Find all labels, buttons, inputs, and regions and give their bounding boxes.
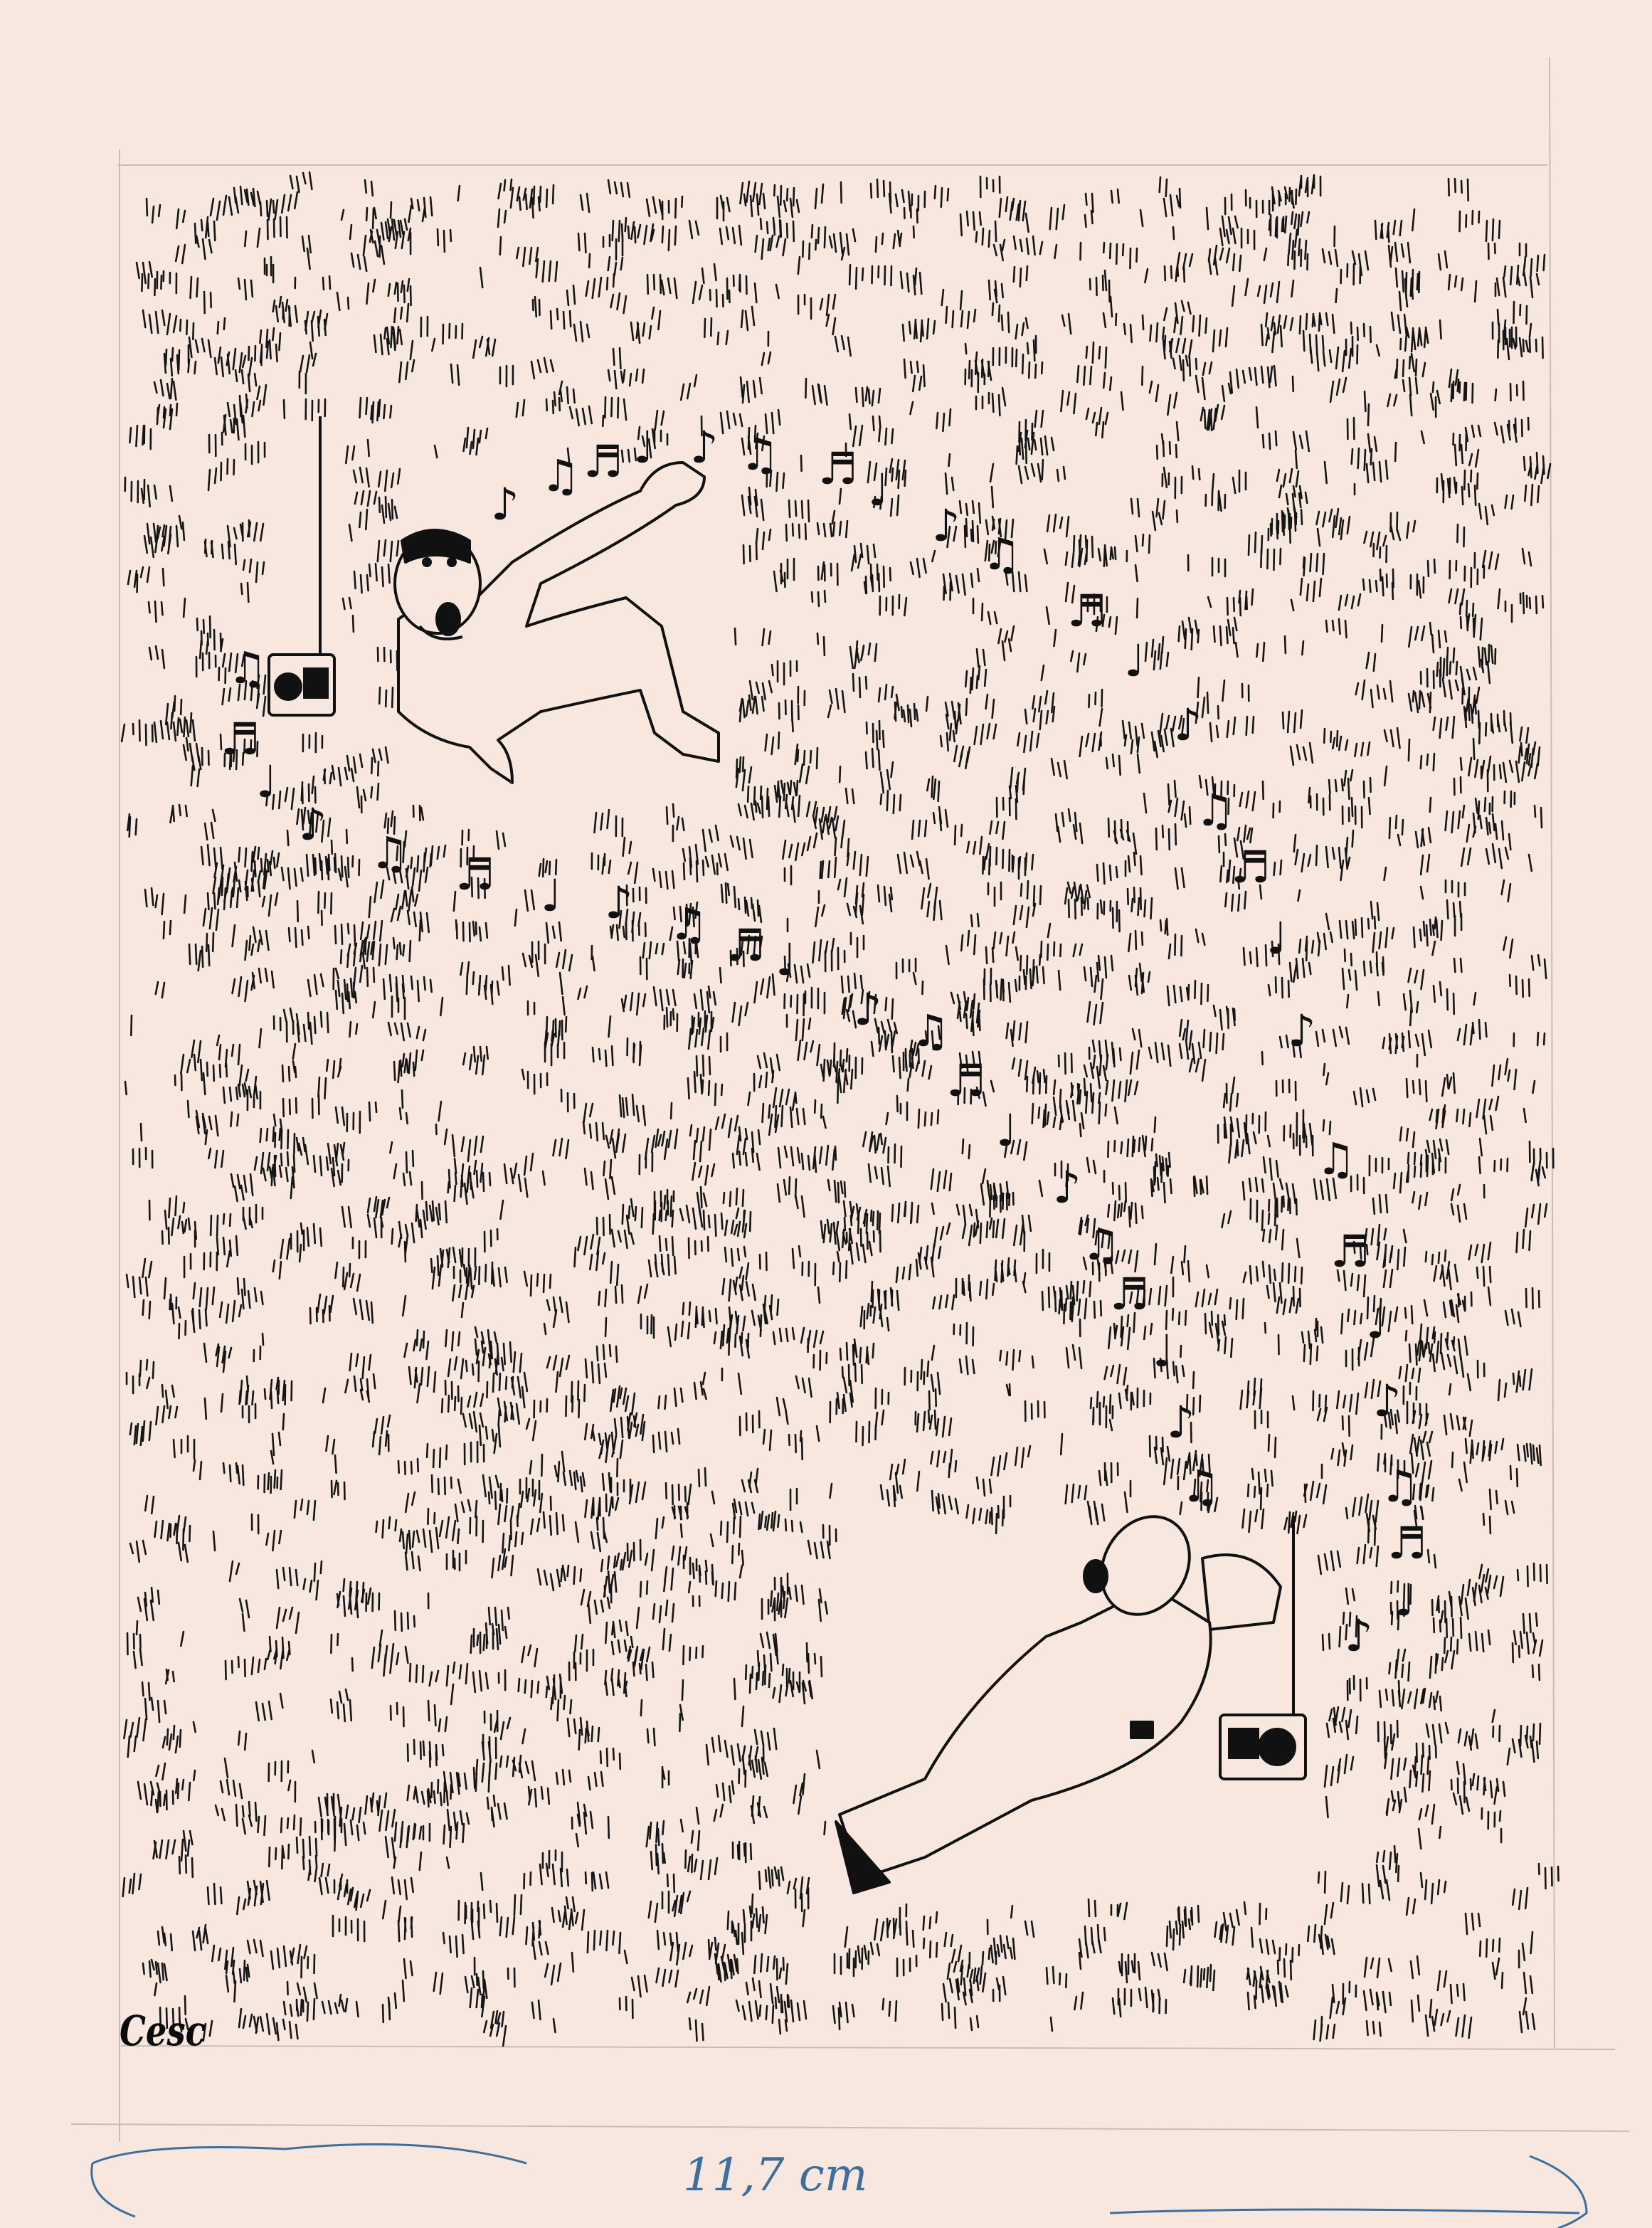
music-note-icon: ♬ [1387, 1517, 1427, 1569]
artist-signature: Cesc [120, 2007, 206, 2055]
sitting-singing-man [393, 461, 720, 784]
music-note-icon: ♩ [1394, 1574, 1415, 1626]
pencil-size-arrows [90, 2143, 1588, 2228]
radio-top-left [268, 416, 336, 717]
music-note-icon: ♩ [1153, 1325, 1173, 1377]
music-note-icon: ♪ [1167, 1396, 1195, 1448]
music-note-icon: ♫ [982, 528, 1022, 580]
music-note-icon: ♬ [946, 1055, 986, 1107]
music-note-icon: ♩ [256, 756, 277, 808]
music-note-icon: ♬ [583, 435, 623, 487]
music-note-icon: ♫ [669, 898, 709, 950]
music-notes: ♪♫♬♩♪♫♬♩♪♫♬♩♪♫♬♩♪♫♬♩♪♫♬♩♪♫♬♩♪♫♬♩♪♫♬♩♪♫♬♩… [221, 421, 1427, 1662]
music-note-icon: ♫ [740, 428, 780, 480]
music-note-icon: ♪ [1345, 1610, 1373, 1662]
pencil-size-note: 11,7 cm [683, 2149, 868, 2202]
music-note-icon: ♪ [299, 798, 327, 850]
music-note-icon: ♬ [1067, 585, 1107, 637]
music-note-icon: ♬ [726, 919, 766, 971]
music-note-icon: ♫ [228, 642, 268, 694]
music-note-icon: ♩ [868, 464, 889, 516]
music-note-icon: ♬ [455, 848, 495, 900]
music-note-icon: ♫ [370, 827, 410, 879]
music-note-icon: ♪ [491, 478, 519, 530]
music-note-icon: ♬ [1231, 841, 1271, 893]
music-note-icon: ♫ [911, 1005, 951, 1057]
grass-hatching [120, 171, 1560, 2047]
music-note-icon: ♫ [1195, 784, 1235, 836]
music-note-icon: ♪ [932, 500, 960, 551]
music-note-icon: ♫ [1316, 1133, 1356, 1185]
music-note-icon: ♪ [605, 877, 633, 929]
music-note-icon: ♩ [1124, 635, 1145, 687]
radio-bottom-right [1219, 1516, 1307, 1780]
music-note-icon: ♪ [1288, 1005, 1316, 1057]
music-note-icon: ♪ [690, 421, 719, 473]
music-note-icon: ♪ [1373, 1375, 1402, 1427]
music-note-icon: ♪ [1174, 699, 1202, 751]
music-note-icon: ♩ [996, 1104, 1017, 1156]
music-note-icon: ♬ [1110, 1268, 1150, 1320]
music-note-icon: ♫ [1181, 1460, 1221, 1512]
music-note-icon: ♩ [541, 870, 561, 922]
music-note-icon: ♬ [1330, 1225, 1370, 1277]
music-note-icon: ♪ [854, 983, 882, 1035]
frame-guides [70, 56, 1630, 2142]
music-note-icon: ♬ [221, 713, 260, 765]
lying-singing-man [835, 1515, 1282, 1894]
music-note-icon: ♬ [818, 443, 858, 495]
music-note-icon: ♩ [1366, 1297, 1387, 1348]
music-note-icon: ♩ [633, 421, 654, 473]
music-note-icon: ♩ [775, 934, 796, 986]
music-note-icon: ♩ [1266, 912, 1287, 964]
music-note-icon: ♫ [541, 450, 581, 502]
music-note-icon: ♪ [1053, 1161, 1081, 1213]
music-note-icon: ♫ [1081, 1218, 1121, 1270]
music-note-icon: ♫ [1380, 1460, 1420, 1512]
